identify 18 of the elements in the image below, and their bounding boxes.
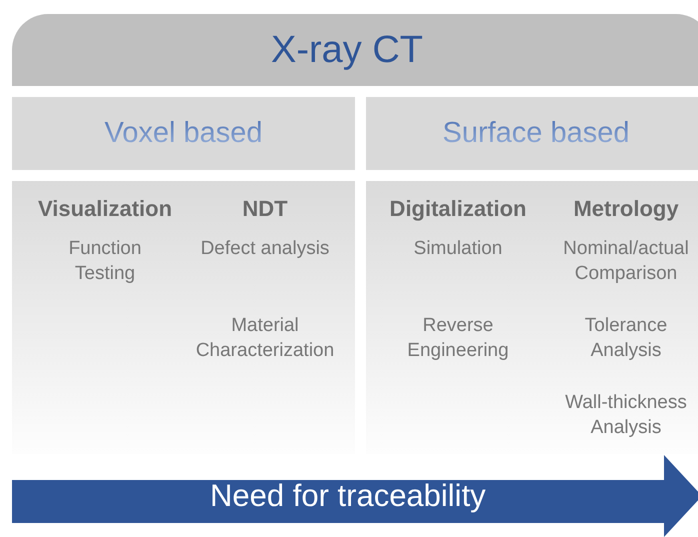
column-heading: Visualization xyxy=(38,195,172,223)
column-heading: Digitalization xyxy=(390,195,526,223)
block-arrow xyxy=(12,455,698,537)
application-label: Wall-thickness Analysis xyxy=(564,391,688,440)
application-label: Reverse Engineering xyxy=(406,314,510,363)
application-label: Function Testing xyxy=(68,237,142,286)
column-heading: NDT xyxy=(242,195,288,223)
application-label: Tolerance Analysis xyxy=(584,314,668,363)
category-box xyxy=(12,97,355,170)
column-heading: Metrology xyxy=(573,195,679,223)
application-label: Defect analysis xyxy=(200,237,330,261)
application-label: Simulation xyxy=(414,237,502,261)
application-label: Material Characterization xyxy=(194,314,336,363)
application-label: Nominal/actual Comparison xyxy=(562,237,690,286)
arrow-label: Need for traceability xyxy=(210,478,486,514)
header-title: X-ray CT xyxy=(271,28,423,72)
header-band xyxy=(12,14,698,86)
category-box xyxy=(366,97,698,170)
